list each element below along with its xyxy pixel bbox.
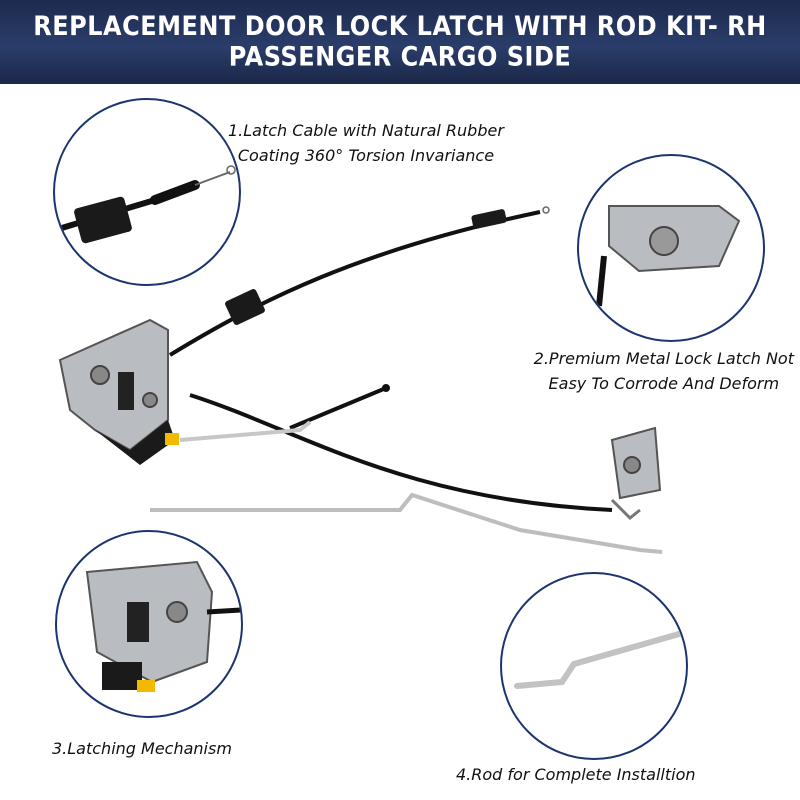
latch-detail-image <box>596 205 741 307</box>
feature-2-line-2: Easy To Corrode And Deform <box>548 374 780 393</box>
feature-2-line-1: 2.Premium Metal Lock Latch Not <box>533 349 794 368</box>
cable-rubber-sleeve-2 <box>225 289 265 325</box>
feature-1-line-1: 1.Latch Cable with Natural Rubber <box>228 121 504 140</box>
detail-circle-cable <box>53 98 241 286</box>
latch-cable-upper <box>168 210 541 357</box>
title-banner: REPLACEMENT DOOR LOCK LATCH WITH ROD KIT… <box>0 0 800 84</box>
latch-cable-lower <box>189 393 613 512</box>
lock-latch-main <box>58 318 179 465</box>
title-line-2: PASSENGER CARGO SIDE <box>228 41 572 73</box>
cable-rubber-sleeve-1 <box>471 209 507 229</box>
feature-caption-1: 1.Latch Cable with Natural Rubber Coatin… <box>228 118 504 168</box>
feature-caption-3: 3.Latching Mechanism <box>52 736 232 761</box>
mechanism-detail-image <box>85 560 241 692</box>
rear-lock-latch <box>610 426 662 521</box>
feature-4-line-1: 4.Rod for Complete Installtion <box>456 765 696 784</box>
feature-caption-2: 2.Premium Metal Lock Latch Not Easy To C… <box>534 346 794 396</box>
feature-1-line-2: Coating 360° Torsion Invariance <box>237 146 495 165</box>
detail-circle-rod <box>500 572 688 760</box>
detail-circle-latch <box>577 154 765 342</box>
feature-caption-4: 4.Rod for Complete Installtion <box>456 762 696 787</box>
short-rod <box>289 386 387 430</box>
cable-end-fitting-1 <box>542 206 550 214</box>
connecting-rod <box>179 420 312 442</box>
long-rod <box>150 492 663 554</box>
short-rod-end <box>382 384 390 392</box>
detail-circle-mechanism <box>55 530 243 718</box>
title-line-1: REPLACEMENT DOOR LOCK LATCH WITH ROD KIT… <box>33 10 767 42</box>
feature-3-line-1: 3.Latching Mechanism <box>52 739 232 758</box>
rod-detail-image <box>514 629 686 689</box>
cable-detail-image <box>55 165 236 244</box>
